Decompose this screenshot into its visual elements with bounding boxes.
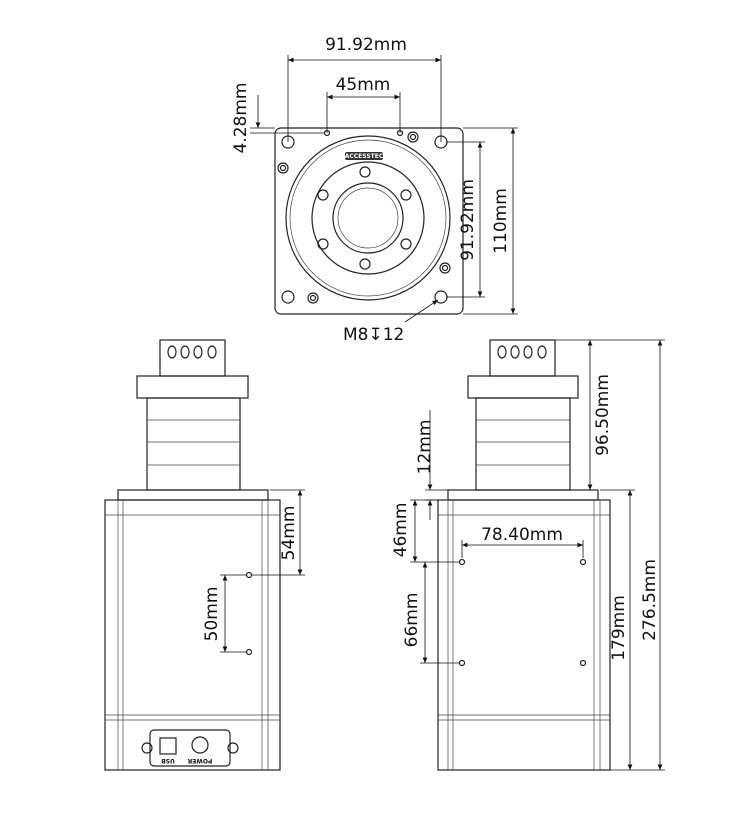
dim-91.92-top: 91.92mm — [325, 35, 407, 55]
dim-276.5: 276.5mm — [640, 559, 660, 641]
top-view: ACCESSTEC 91.92mm 45mm 4.28mm 91.92mm 11… — [231, 35, 518, 345]
dim-12: 12mm — [415, 420, 435, 475]
thread-callout: M8↧12 — [343, 325, 404, 345]
left-side-view: USB POWER 54mm 50mm — [104, 339, 305, 771]
right-side-view: 78.40mm 96.50mm 179mm 276.5mm 12mm 46mm … — [391, 339, 665, 771]
power-port-icon — [191, 736, 209, 754]
dim-96.50: 96.50mm — [593, 374, 613, 456]
dim-91.92-right: 91.92mm — [458, 179, 478, 261]
connector-plate — [149, 729, 231, 767]
dim-110: 110mm — [491, 188, 511, 254]
logo-text: ACCESSTEC — [345, 153, 384, 160]
dim-78.40: 78.40mm — [481, 525, 563, 545]
dim-46: 46mm — [391, 503, 411, 558]
logo — [345, 152, 383, 160]
dim-66: 66mm — [402, 593, 422, 648]
usb-label: USB — [161, 757, 175, 764]
usb-port-icon — [159, 737, 177, 755]
dim-54: 54mm — [279, 506, 299, 561]
dim-179: 179mm — [609, 595, 629, 661]
dim-45: 45mm — [336, 75, 391, 95]
power-label: POWER — [187, 757, 212, 764]
dim-4.28: 4.28mm — [231, 83, 251, 154]
dim-50: 50mm — [202, 587, 222, 642]
